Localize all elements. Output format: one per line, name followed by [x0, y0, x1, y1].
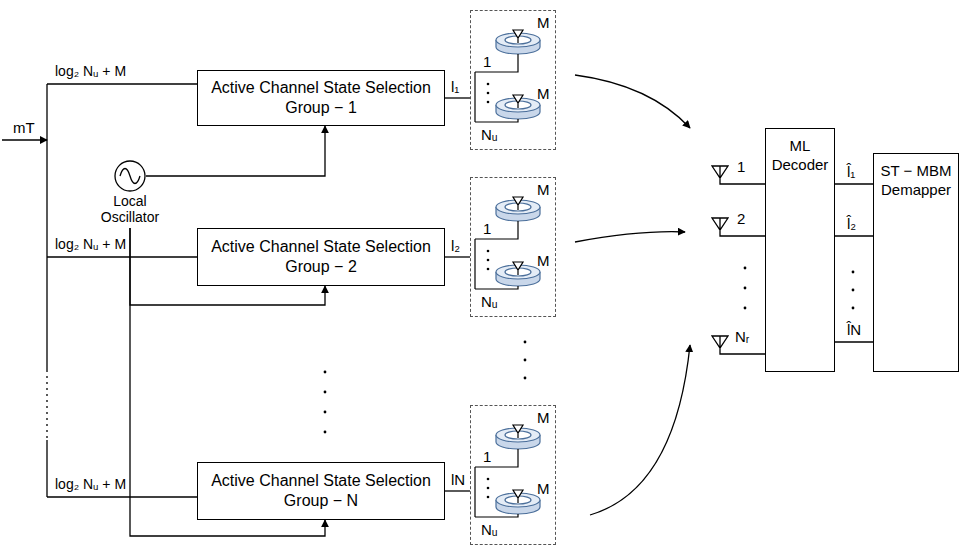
- node-text: Active Channel State Selection Group − N: [201, 471, 441, 511]
- feed-bracket: [474, 72, 475, 122]
- rf-mirror-group: M1MNᵤ: [470, 10, 556, 150]
- input-arrow: [2, 139, 47, 140]
- oscillator-circle: [115, 161, 145, 191]
- connector: [146, 126, 325, 176]
- ellipsis-dot: [487, 250, 490, 253]
- index-label: M: [537, 14, 550, 33]
- connector: [445, 256, 470, 257]
- node-text: Active Channel State Selection Group − 1: [201, 78, 441, 118]
- index-label: M: [537, 252, 550, 271]
- feed-bracket: [474, 467, 475, 517]
- bit-count: log₂ Nᵤ + M: [54, 236, 127, 252]
- ellipsis-dot: [487, 487, 490, 490]
- sine-wave: [120, 169, 140, 184]
- connector: [835, 235, 873, 236]
- index-label: 1: [483, 53, 491, 72]
- input-line: [47, 83, 197, 84]
- connector: [835, 341, 873, 342]
- rf-mirror-group: M1MNᵤ: [470, 405, 556, 545]
- antenna-symbol: [513, 30, 523, 43]
- feed-line: [475, 286, 518, 289]
- ml-decoder-box: ML Decoder: [765, 128, 835, 372]
- antenna-symbol: [513, 425, 523, 438]
- ellipsis-dot: [487, 83, 490, 86]
- index-label: M: [537, 181, 550, 200]
- antenna-symbol: [513, 95, 523, 108]
- edge-label: l₂: [450, 237, 461, 254]
- index-label: Nᵤ: [481, 293, 498, 312]
- connector: [835, 183, 873, 184]
- ellipsis-dot: [487, 268, 490, 271]
- feed-line: [475, 514, 518, 517]
- edge-label: l̂₁: [846, 163, 856, 180]
- feed-line: [475, 449, 518, 467]
- antenna-number: Nᵣ: [734, 328, 750, 345]
- node-text: Active Channel State Selection Group − 2: [201, 237, 441, 277]
- selection-box: Active Channel State Selection Group − 1: [197, 70, 445, 126]
- selection-box: Active Channel State Selection Group − 2: [197, 228, 445, 286]
- rf-mirror-icons: [475, 197, 540, 289]
- edge-label: l̂N: [846, 321, 862, 338]
- antenna-symbol: [513, 262, 523, 275]
- connector: [445, 97, 470, 98]
- index-label: M: [537, 85, 550, 104]
- edge-label: lN: [450, 471, 466, 488]
- index-label: M: [537, 480, 550, 499]
- antenna-number: 1: [736, 158, 746, 175]
- ellipsis-dot: [487, 496, 490, 499]
- antenna-number: 2: [736, 210, 746, 227]
- edge-label: l₁: [450, 78, 460, 95]
- antenna-symbol: [513, 197, 523, 210]
- selection-box: Active Channel State Selection Group − N: [197, 462, 445, 520]
- channel-arrow: [590, 345, 690, 515]
- input-symbol: mT: [12, 119, 36, 136]
- rf-mirror-icons: [475, 30, 540, 122]
- channel-arrow: [575, 232, 685, 242]
- channel-arrow: [575, 75, 690, 128]
- ellipsis-dot: [487, 478, 490, 481]
- ellipsis-dot: [487, 92, 490, 95]
- bit-count: log₂ Nᵤ + M: [54, 63, 127, 79]
- antenna-symbol: [513, 490, 523, 503]
- input-trunk: [46, 440, 47, 497]
- input-line: [47, 256, 197, 257]
- rf-mirror-icons: [475, 425, 540, 517]
- ellipsis-dot: [487, 101, 490, 104]
- connector: [445, 490, 470, 491]
- input-trunk: [46, 84, 47, 370]
- index-label: Nᵤ: [481, 126, 498, 145]
- demapper-box: ST − MBM Demapper: [873, 153, 959, 372]
- rf-mirror-group: M1MNᵤ: [470, 177, 556, 317]
- input-line: [47, 496, 197, 497]
- oscillator-symbol: [113, 160, 147, 194]
- ellipsis-dot: [487, 259, 490, 262]
- edge-label: l̂₂: [846, 215, 857, 232]
- node-text: ML Decoder: [769, 137, 831, 175]
- feed-line: [475, 54, 518, 72]
- index-label: 1: [483, 448, 491, 467]
- bit-count: log₂ Nᵤ + M: [54, 476, 127, 492]
- feed-line: [475, 119, 518, 122]
- feed-line: [475, 221, 518, 239]
- local-oscillator: Local Oscillator: [90, 160, 170, 228]
- feed-bracket: [474, 239, 475, 289]
- node-text: Local Oscillator: [90, 193, 170, 225]
- index-label: M: [537, 409, 550, 428]
- input-trunk-dotted: [46, 370, 47, 440]
- node-text: ST − MBM Demapper: [875, 162, 957, 200]
- index-label: Nᵤ: [481, 521, 498, 540]
- index-label: 1: [483, 220, 491, 239]
